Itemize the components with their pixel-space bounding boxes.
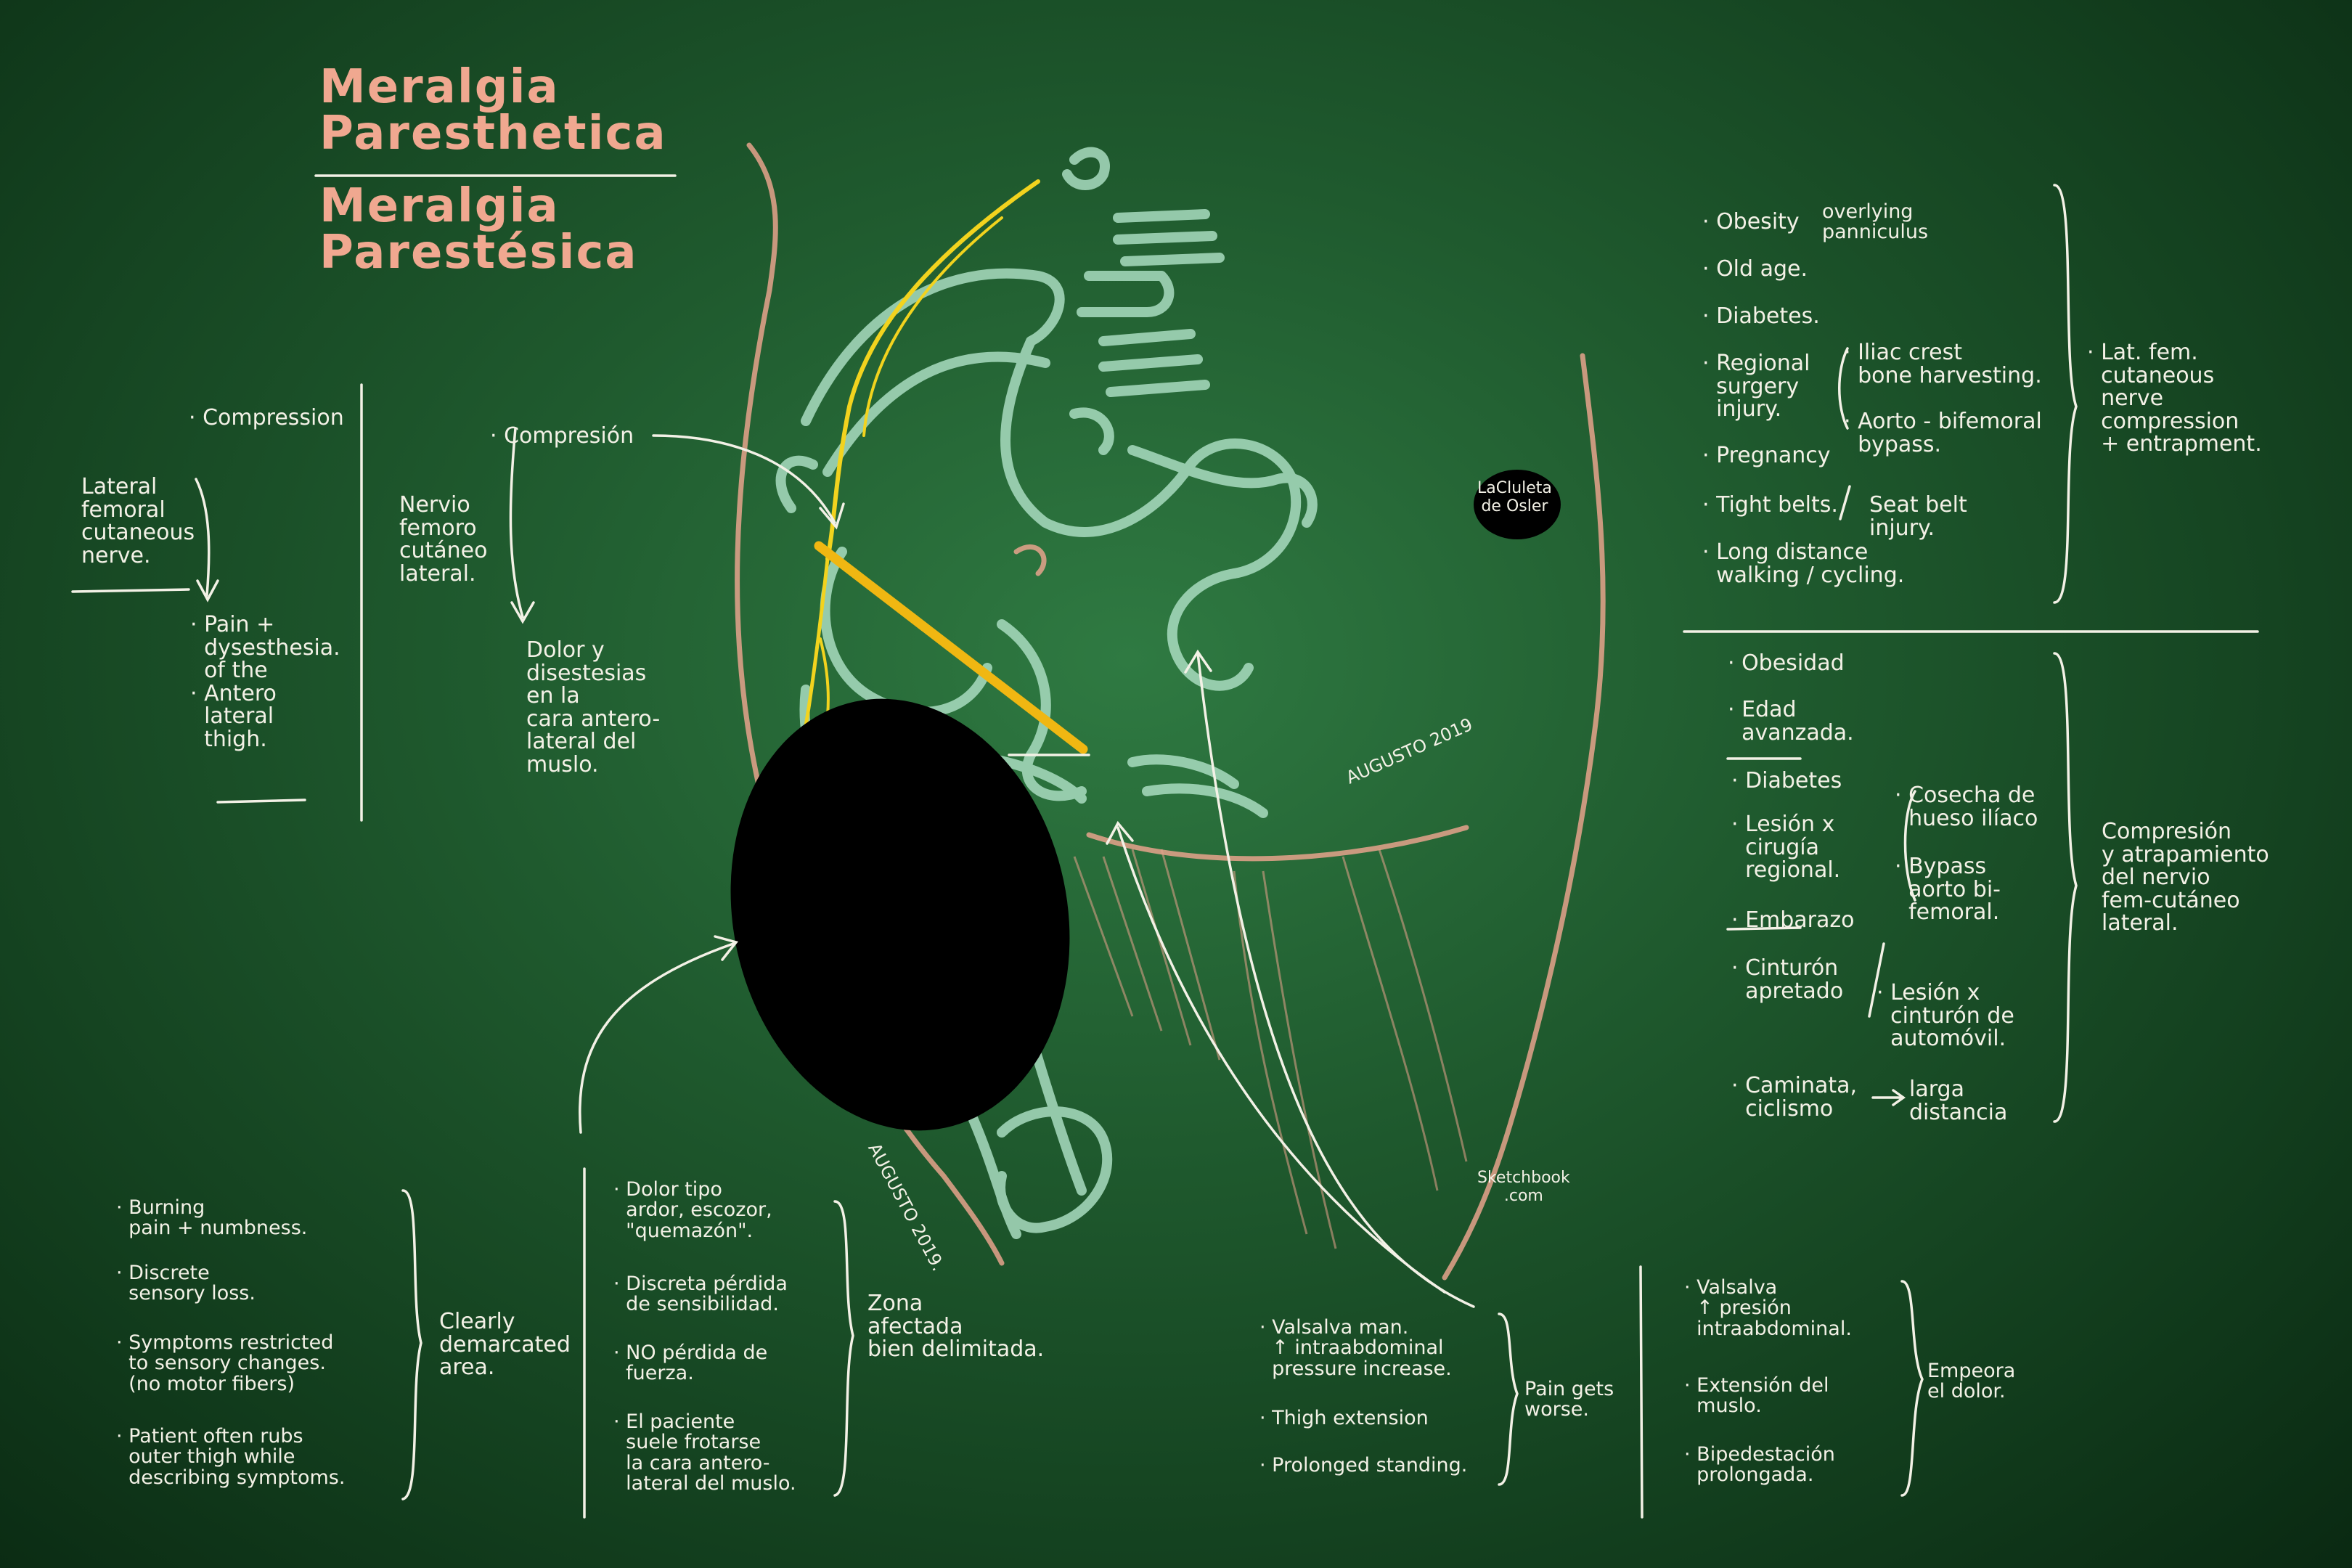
es-nerve-label: Nervio femoro cutáneo lateral.: [399, 492, 488, 587]
en-cause-old-age: · Old age.: [1702, 256, 1808, 282]
en-worse-2: · Thigh extension: [1259, 1407, 1429, 1429]
es-worse-summary: Empeora el dolor.: [1927, 1360, 2016, 1403]
es-symptom-3: · NO pérdida de fuerza.: [613, 1342, 768, 1385]
en-cause-long-distance: · Long distance walking / cycling.: [1702, 539, 1905, 588]
es-cause-cosecha: · Cosecha de hueso ilíaco: [1895, 783, 2038, 831]
en-cause-regional: · Regional surgery injury.: [1702, 351, 1810, 422]
en-cause-diabetes: · Diabetes.: [1702, 303, 1820, 329]
es-cause-bypass: · Bypass aorto bi- femoral.: [1895, 854, 2001, 925]
es-cause-lesion-cinturon: · Lesión x cinturón de automóvil.: [1877, 980, 2014, 1051]
en-pain-label: · Pain + dysesthesia. of the · Antero la…: [190, 612, 340, 752]
en-worse-1: · Valsalva man. ↑ intraabdominal pressur…: [1259, 1316, 1452, 1380]
en-causes-summary: · Lat. fem. cutaneous nerve compression …: [2087, 340, 2262, 457]
en-symptom-2: · Discrete sensory loss.: [116, 1262, 256, 1305]
es-symptom-4: · El paciente suele frotarse la cara ant…: [613, 1410, 796, 1495]
es-cause-obesidad: · Obesidad: [1728, 650, 1845, 676]
es-pain-label: Dolor y disestesias en la cara antero- l…: [526, 637, 661, 777]
es-cause-edad: · Edad avanzada.: [1728, 697, 1854, 746]
en-cause-belts: · Tight belts.: [1702, 492, 1838, 518]
inguinal-ligament: [814, 541, 1088, 754]
en-compression-label: · Compression: [189, 405, 344, 430]
en-symptom-4: · Patient often rubs outer thigh while d…: [116, 1425, 346, 1489]
en-cause-seat-belt: Seat belt injury.: [1869, 492, 1967, 541]
es-cause-embarazo: · Embarazo: [1731, 907, 1855, 933]
en-cause-obesity-note: overlying panniculus: [1822, 200, 1929, 244]
es-symptoms-summary: Zona afectada bien delimitada.: [867, 1291, 1045, 1362]
en-symptom-1: · Burning pain + numbness.: [116, 1196, 308, 1240]
es-cause-cinturon: · Cinturón apretado: [1731, 955, 1844, 1004]
es-cause-caminata: · Caminata, ciclismo: [1731, 1073, 1858, 1122]
en-cause-pregnancy: · Pregnancy: [1702, 443, 1831, 468]
sketchbook-signature: Sketchbook .com: [1477, 1169, 1570, 1205]
en-worse-3: · Prolonged standing.: [1259, 1454, 1468, 1477]
body-outline: [735, 142, 1606, 1281]
muscle-striations: [1073, 849, 1468, 1249]
annotation-arrows: [71, 174, 2259, 1519]
es-worse-1: · Valsalva ↑ presión intraabdominal.: [1684, 1276, 1852, 1340]
es-cause-larga: larga distancia: [1909, 1077, 2008, 1125]
brand-signature: LaCluleta de Osler: [1477, 479, 1552, 515]
title-english: Meralgia Paresthetica: [319, 60, 667, 160]
en-worse-summary: Pain gets worse.: [1524, 1378, 1614, 1421]
es-cause-lesion: · Lesión x cirugía regional.: [1731, 812, 1841, 883]
es-symptom-1: · Dolor tipo ardor, escozor, "quemazón".: [613, 1178, 772, 1242]
es-cause-diabetes: · Diabetes: [1731, 768, 1842, 793]
es-symptom-2: · Discreta pérdida de sensibilidad.: [613, 1273, 788, 1316]
en-symptoms-summary: Clearly demarcated area.: [439, 1309, 571, 1380]
en-cause-aorto: · Aorto - bifemoral bypass.: [1844, 409, 2042, 457]
es-compression-label: · Compresión: [490, 423, 634, 449]
es-worse-2: · Extensión del muslo.: [1684, 1374, 1829, 1418]
es-worse-3: · Bipedestación prolongada.: [1684, 1443, 1835, 1487]
en-cause-iliac: · Iliac crest bone harvesting.: [1844, 340, 2042, 388]
en-cause-obesity: · Obesity: [1702, 209, 1800, 234]
title-spanish: Meralgia Parestésica: [319, 179, 638, 279]
en-nerve-label: Lateral femoral cutaneous nerve.: [81, 474, 195, 568]
es-causes-summary: Compresión y atrapamiento del nervio fem…: [2102, 819, 2269, 936]
en-symptom-3: · Symptoms restricted to sensory changes…: [116, 1331, 334, 1395]
braces: [401, 184, 2078, 1500]
